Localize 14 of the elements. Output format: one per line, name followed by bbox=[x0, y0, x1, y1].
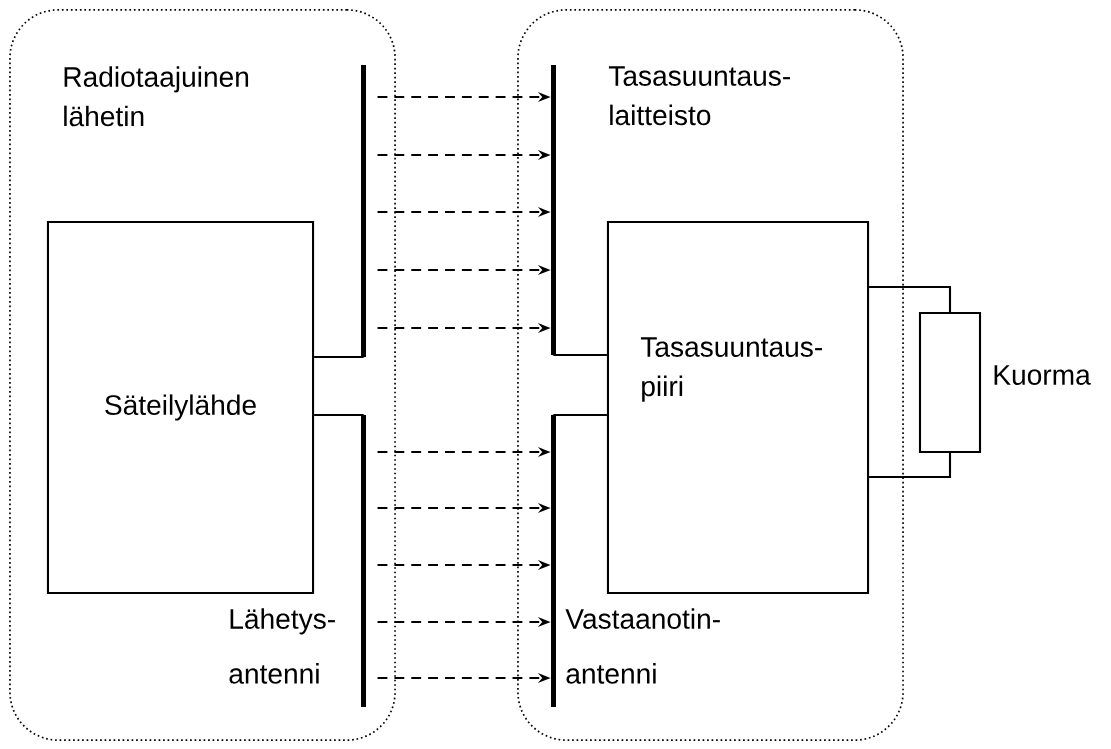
antenna-bar bbox=[361, 414, 366, 708]
connector-line bbox=[869, 453, 952, 479]
connector-line bbox=[869, 285, 952, 312]
connector-line bbox=[314, 413, 365, 417]
connector-line bbox=[552, 353, 607, 357]
connector-line bbox=[314, 355, 365, 359]
antenna-bar bbox=[361, 64, 366, 358]
resistor-symbol bbox=[918, 311, 982, 454]
load-label: Kuorma bbox=[994, 365, 1091, 385]
antenna-label: Vastaanotin- antenni bbox=[565, 608, 720, 684]
connector-line bbox=[552, 413, 607, 417]
process-box: Tasasuuntaus- piiri bbox=[606, 220, 870, 595]
antenna-label: Lähetys- antenni bbox=[229, 608, 335, 684]
process-box: Säteilylähde bbox=[46, 220, 315, 595]
